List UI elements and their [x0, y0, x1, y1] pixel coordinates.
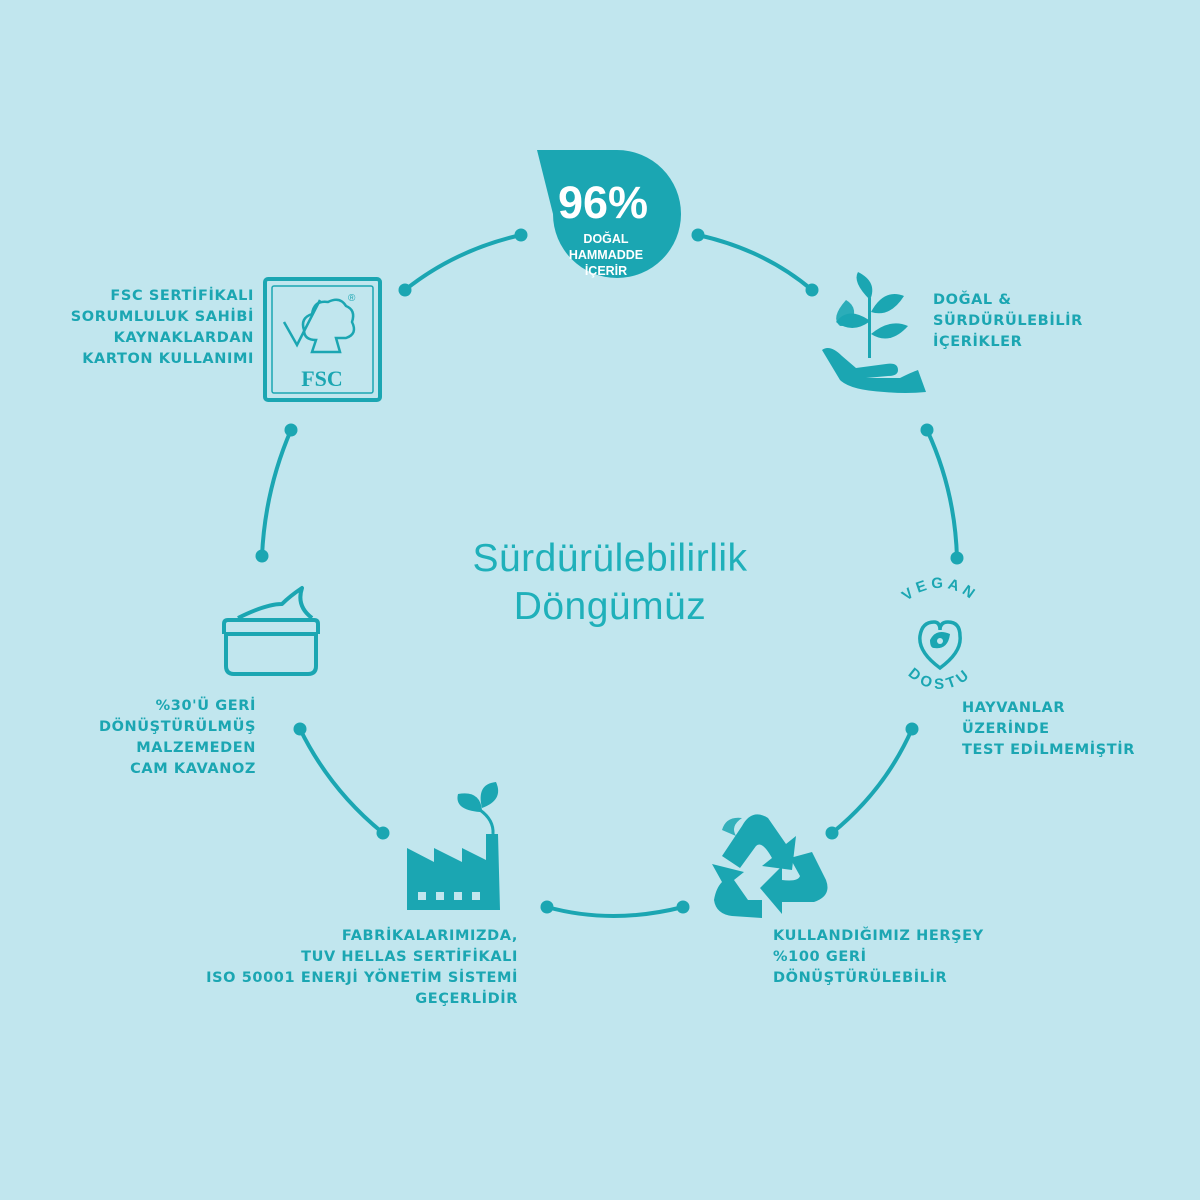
connector-dot — [293, 722, 307, 736]
badge-line-3: İÇERİR — [585, 263, 627, 278]
connector-dot — [691, 228, 705, 242]
connector-dot — [905, 722, 919, 736]
cycle-connectors — [260, 233, 959, 918]
vegan-arc-text: VEGAN — [899, 575, 981, 605]
center-title-line-1: Sürdürülebilirlik — [472, 537, 748, 580]
natural-label: DOĞAL & SÜRDÜRÜLEBİLİR İÇERİKLER — [933, 290, 1173, 353]
factory-label-line: ISO 50001 ENERJİ YÖNETİM SİSTEMİ — [206, 970, 518, 986]
connector-dot — [920, 423, 934, 437]
jar-label-line: DÖNÜŞTÜRÜLMÜŞ — [98, 719, 256, 735]
connector-dot — [950, 551, 964, 565]
glass-jar-icon — [222, 586, 320, 676]
fsc-logo-frame — [263, 277, 382, 402]
factory-leaf-icon — [407, 782, 500, 910]
recycle-label-line: DÖNÜŞTÜRÜLEBİLİR — [773, 970, 948, 986]
connector-jar-fsc — [260, 428, 293, 558]
connector-fsc-badge — [403, 233, 523, 292]
connector-natural-vegan — [925, 428, 959, 560]
connector-dot — [376, 826, 390, 840]
vegan-heart-icon: VEGAN DOSTU — [899, 575, 981, 693]
connector-recycle-factory — [545, 905, 685, 918]
connector-dot — [514, 228, 528, 242]
center-title: Sürdürülebilirlik Döngümüz — [400, 535, 820, 631]
center-title-line-2: Döngümüz — [513, 585, 707, 628]
badge-percent: 96% — [558, 177, 648, 228]
plant-in-hand-icon — [822, 272, 926, 393]
jar-label-line: %30'Ü GERİ — [155, 698, 256, 714]
connector-dot — [398, 283, 412, 297]
jar-label: %30'Ü GERİ DÖNÜŞTÜRÜLMÜŞ MALZEMEDEN CAM … — [30, 696, 256, 780]
connector-dot — [825, 826, 839, 840]
vegan-label: HAYVANLAR ÜZERİNDE TEST EDİLMEMİŞTİR — [962, 698, 1187, 761]
connector-dot — [676, 900, 690, 914]
jar-label-line: CAM KAVANOZ — [130, 761, 256, 777]
vegan-label-line: HAYVANLAR — [962, 700, 1066, 716]
fsc-label-line: SORUMLULUK SAHİBİ — [70, 309, 254, 325]
fsc-label-line: FSC SERTİFİKALI — [110, 288, 254, 304]
natural-label-line: İÇERİKLER — [933, 334, 1023, 350]
fsc-logo-text: FSC — [301, 366, 343, 391]
natural-label-line: DOĞAL & — [933, 292, 1012, 308]
recycle-label-line: %100 GERİ — [773, 949, 867, 965]
fsc-label-line: KAYNAKLARDAN — [113, 330, 254, 346]
fsc-tree — [301, 298, 356, 354]
recycle-label: KULLANDIĞIMIZ HERŞEY %100 GERİ DÖNÜŞTÜRÜ… — [773, 926, 1033, 989]
fsc-label: FSC SERTİFİKALI SORUMLULUK SAHİBİ KAYNAK… — [20, 286, 254, 370]
fsc-registered-mark: ® — [348, 293, 356, 304]
factory-label-line: FABRİKALARIMIZDA, — [341, 928, 518, 944]
connector-dot — [255, 549, 269, 563]
connector-dot — [540, 900, 554, 914]
vegan-label-line: TEST EDİLMEMİŞTİR — [962, 742, 1136, 758]
factory-label-line: GEÇERLİDİR — [415, 991, 518, 1007]
badge-line-1: DOĞAL — [583, 231, 629, 246]
badge-line-2: HAMMADDE — [569, 248, 643, 262]
recycle-icon — [712, 814, 828, 918]
vegan-heart-outline — [918, 620, 962, 671]
natural-label-line: SÜRDÜRÜLEBİLİR — [933, 313, 1083, 329]
fsc-logo-icon: FSC ® — [263, 277, 382, 402]
recycle-label-line: KULLANDIĞIMIZ HERŞEY — [773, 928, 984, 944]
connector-badge-natural — [696, 233, 814, 292]
jar-label-line: MALZEMEDEN — [136, 740, 256, 756]
badge-drop-shape — [537, 150, 681, 278]
fsc-label-line: KARTON KULLANIMI — [82, 351, 254, 367]
connector-factory-jar — [298, 727, 385, 835]
vegan-label-line: ÜZERİNDE — [962, 721, 1050, 737]
natural-content-badge: 96% DOĞAL HAMMADDE İÇERİR — [537, 150, 681, 278]
factory-label-line: TUV HELLAS SERTİFİKALI — [301, 949, 518, 965]
connector-vegan-recycle — [830, 727, 914, 835]
connector-dot — [805, 283, 819, 297]
connector-dot — [284, 423, 298, 437]
factory-label: FABRİKALARIMIZDA, TUV HELLAS SERTİFİKALI… — [120, 926, 518, 1010]
connector-dots — [255, 228, 964, 914]
